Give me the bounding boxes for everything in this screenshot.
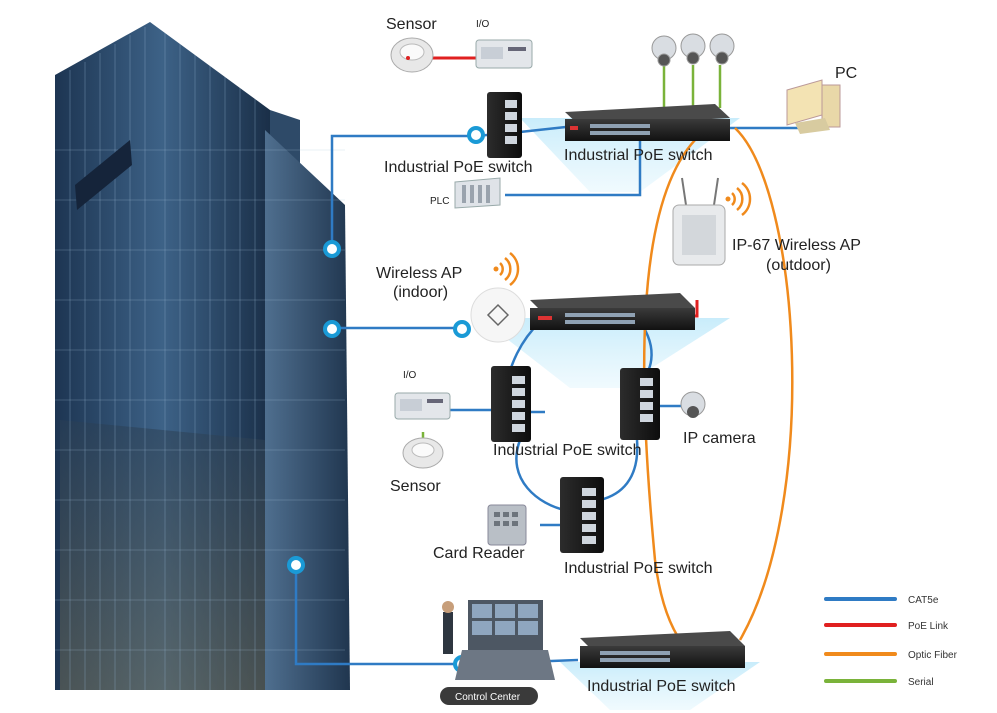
control-center-console xyxy=(440,600,555,705)
label-industrial-switch-top-main: Industrial PoE switch xyxy=(564,147,713,164)
label-plc: PLC xyxy=(430,196,449,207)
industrial-switch-low xyxy=(560,477,604,553)
label-wireless-ap-indoor: Wireless AP xyxy=(376,265,462,282)
legend-label-serial: Serial xyxy=(908,677,934,688)
label-industrial-switch-low: Industrial PoE switch xyxy=(564,560,713,577)
industrial-switch-top-left xyxy=(487,92,522,158)
outdoor-wireless-ap xyxy=(672,177,726,266)
pc xyxy=(786,79,841,134)
industrial-switch-mid-left xyxy=(491,366,531,442)
io-module-top xyxy=(475,39,533,69)
plc xyxy=(454,177,501,209)
label-card-reader: Card Reader xyxy=(433,545,525,562)
label-sensor-mid: Sensor xyxy=(390,478,441,495)
legend-label-fiber: Optic Fiber xyxy=(908,650,958,661)
office-building xyxy=(55,22,350,690)
wifi-signal-icon xyxy=(725,182,752,216)
label-io-top: I/O xyxy=(476,19,490,30)
connector-nodes xyxy=(287,126,485,673)
label-industrial-switch-mid: Industrial PoE switch xyxy=(493,442,642,459)
label-industrial-switch-bottom: Industrial PoE switch xyxy=(587,678,736,695)
rack-switch-mid xyxy=(530,293,695,330)
label-pc: PC xyxy=(835,65,857,82)
smoke-sensor-top xyxy=(390,37,434,73)
label-wireless-ap-indoor-sub: (indoor) xyxy=(393,284,448,301)
label-industrial-switch-top-left: Industrial PoE switch xyxy=(384,159,533,176)
smoke-sensor-mid xyxy=(402,437,444,469)
io-module-mid xyxy=(394,392,451,420)
serial-cables xyxy=(421,65,722,440)
ip-camera xyxy=(680,391,706,418)
rack-switch-bottom xyxy=(580,631,745,668)
dome-cameras-top xyxy=(651,33,735,67)
label-wireless-ap-outdoor: IP-67 Wireless AP xyxy=(732,237,861,254)
label-wireless-ap-outdoor-sub: (outdoor) xyxy=(766,257,831,274)
legend-label-poe: PoE Link xyxy=(908,621,949,632)
label-io-mid: I/O xyxy=(403,370,417,381)
wifi-signal-icon xyxy=(493,252,520,286)
coverage-beam-mid xyxy=(480,318,730,388)
label-control-center: Control Center xyxy=(455,692,521,703)
rack-switch-top xyxy=(565,104,730,141)
optic-fiber-ring xyxy=(642,127,794,641)
coverage-beam-bottom xyxy=(560,662,760,710)
indoor-wireless-ap xyxy=(470,287,526,343)
label-ip-camera: IP camera xyxy=(683,430,756,447)
legend: CAT5e PoE Link Optic Fiber Serial xyxy=(824,595,958,688)
legend-label-cat5e: CAT5e xyxy=(908,595,939,606)
label-sensor-top: Sensor xyxy=(386,16,437,33)
industrial-switch-mid-right xyxy=(620,368,660,440)
card-reader xyxy=(487,504,527,546)
cat5e-cables xyxy=(294,124,800,666)
